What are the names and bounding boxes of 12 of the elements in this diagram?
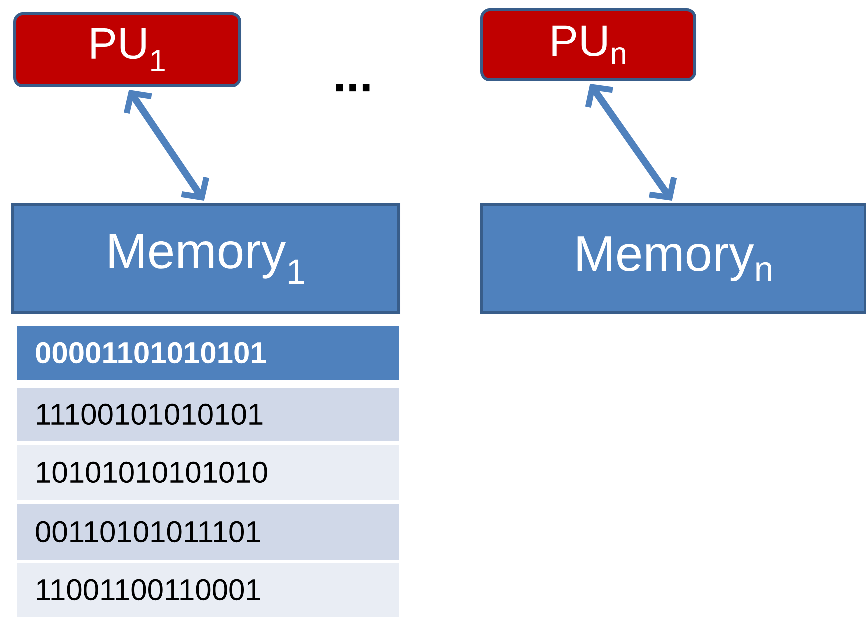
table-row: 00110101011101 [17, 504, 399, 560]
pu-box: PU$_{n}$ [480, 8, 696, 82]
memory-box: Memory$_{1}$ [12, 204, 400, 314]
pu-box: PU$_{1}$ [14, 12, 242, 88]
table-row: 11001100110001 [17, 563, 399, 617]
table-row: 10101010101010 [17, 445, 399, 500]
table-row: 11100101010101 [17, 388, 399, 441]
ellipsis: ... [336, 84, 370, 92]
table-row: 00001101010101 [17, 326, 399, 380]
memory-box: Memory$_{n}$ [480, 204, 866, 314]
double-arrow [585, 84, 678, 202]
double-arrow [124, 90, 210, 201]
